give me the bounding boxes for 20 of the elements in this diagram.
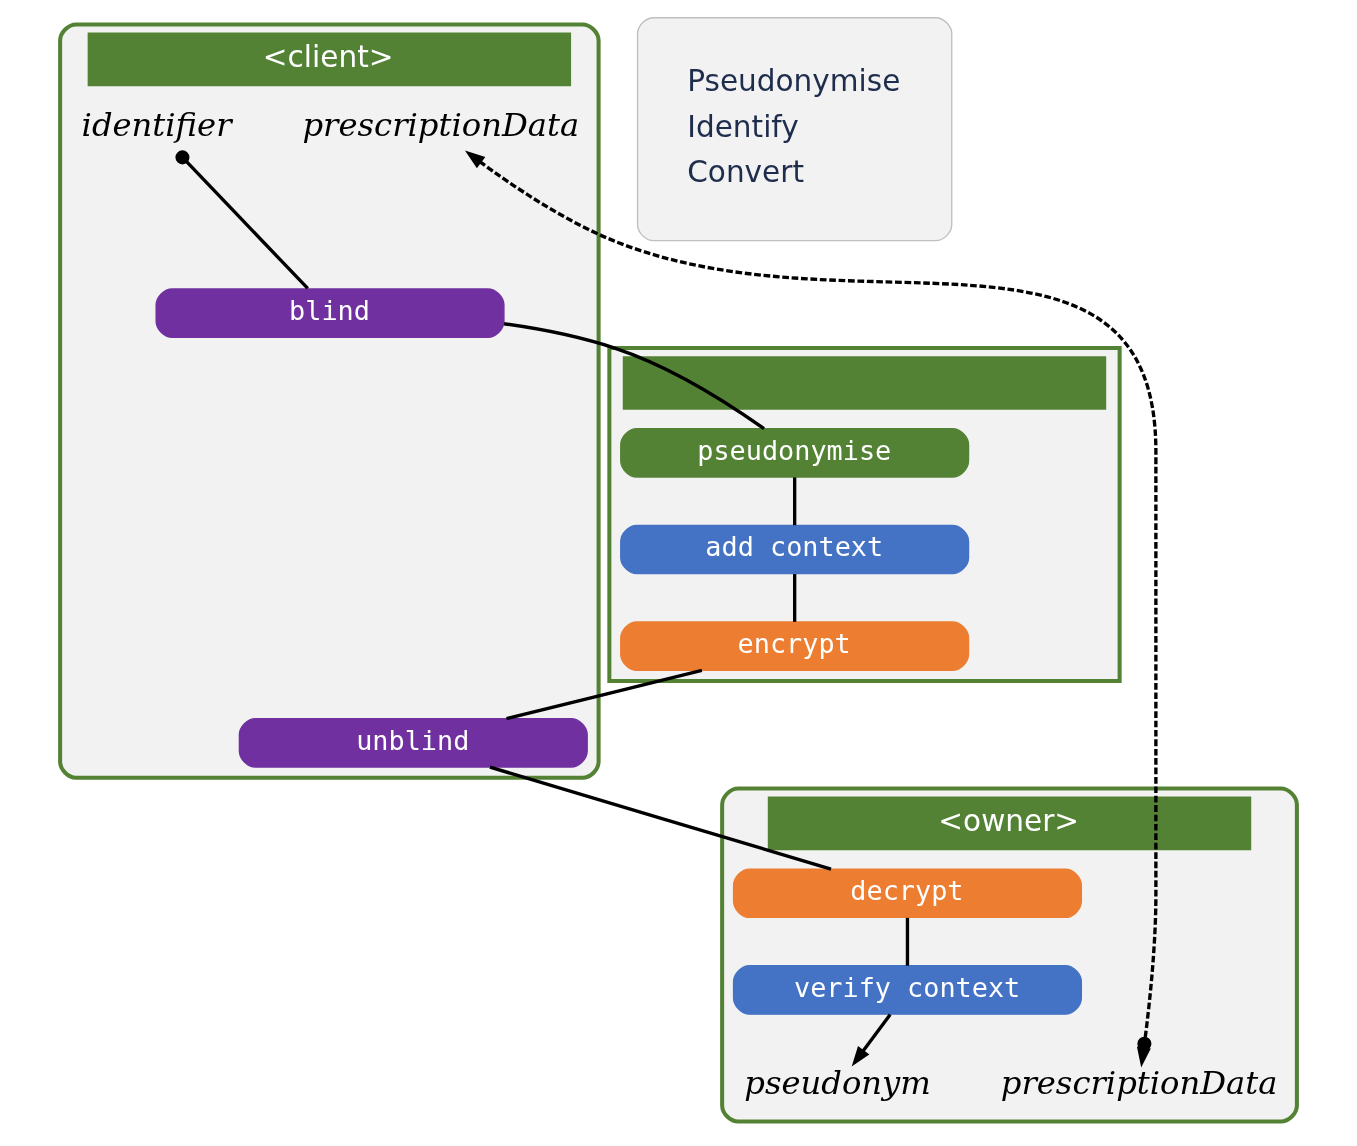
node-text: prescriptionData	[1000, 1063, 1278, 1102]
node-text: prescriptionData	[302, 106, 580, 145]
node-box: Pseudonymise Identify Convert	[636, 17, 953, 242]
node-box: unblind	[238, 718, 588, 768]
connector	[503, 322, 765, 430]
node-box: pseudonymise	[620, 427, 970, 478]
connector	[905, 917, 910, 966]
node-text: identifier	[81, 106, 232, 145]
arrow	[851, 1013, 892, 1067]
arrow	[464, 150, 1158, 1068]
node-box: blind	[155, 288, 505, 338]
node-box: encrypt	[620, 621, 970, 672]
node-box: verify context	[732, 965, 1083, 1015]
connector	[175, 150, 309, 290]
connector	[793, 477, 797, 526]
node-box: add context	[620, 524, 970, 575]
connector	[793, 574, 797, 622]
cluster	[607, 346, 1122, 684]
node-text: pseudonym	[744, 1063, 931, 1102]
node-box: decrypt	[732, 868, 1083, 919]
